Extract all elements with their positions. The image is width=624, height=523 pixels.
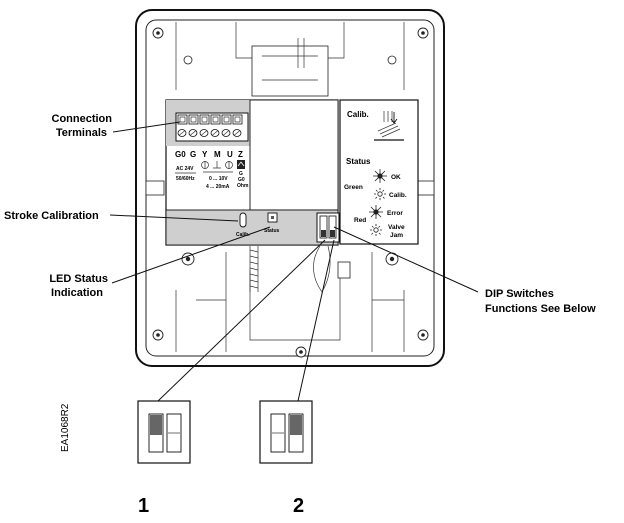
callout-led-status-line2: Indication [51,287,103,299]
z-option-ohm: Ohm [237,183,249,189]
ground-icon [213,161,221,169]
leader-dip-switches [333,226,479,293]
switch-2-label: 2 [293,495,304,517]
led-calib-label: Calib. [389,192,407,199]
dip-switch-2-detail: 2 [259,400,313,517]
terminal-label-z: Z [238,150,243,159]
panel-green-label: Green [344,184,363,191]
switch-2-toggle-on [290,415,302,435]
switch-1-toggle-on [150,415,162,435]
panel-calib-title: Calib. [347,110,369,119]
calibration-button-label: Calib. [236,232,250,238]
terminal-label-y: Y [202,150,208,159]
terminal-label-g: G [190,150,196,159]
led-valve-jam-icon [370,224,382,236]
screw-bottom-center [295,346,307,358]
board-controls: Calib. Status [236,212,340,243]
leader-switch-2 [297,239,335,402]
led-ok-label: OK [391,174,401,181]
callout-connection-line2: Terminals [56,127,107,139]
z-terminal-icon [237,160,245,169]
screw-mid-left [181,252,195,266]
signal-output-icon [225,161,233,169]
panel-red-label: Red [354,217,366,224]
callout-led-status-line1: LED Status [49,273,108,285]
callout-dip-line2: Functions See Below [485,303,596,315]
callout-stroke-calibration: Stroke Calibration [4,210,99,222]
electronics-board [165,99,339,246]
screw-bottom-left [152,329,164,341]
screw-top-right [417,27,429,39]
screw-top-left [152,27,164,39]
leader-led-status [111,226,271,284]
switch-1-label: 1 [138,495,149,517]
terminal-labels: G0 G Y M U Z AC 24V 50/60Hz 0 ... 10V 4 … [175,150,249,190]
callout-dip-line1: DIP Switches [485,288,554,300]
ac-frequency-label: 50/60Hz [176,176,195,182]
calibration-press-icon [374,111,404,141]
terminal-block [175,112,249,142]
callout-connection-line1: Connection [52,113,113,125]
document-code: EA1068R2 [60,403,71,452]
screw-bottom-right [417,329,429,341]
dip-switch-block[interactable] [316,212,340,243]
ac-voltage-label: AC 24V [176,166,194,172]
z-option-g0: G0 [238,177,245,183]
signal-current-label: 4 ... 20mA [206,184,230,190]
terminal-label-u: U [227,150,233,159]
callout-leaders [109,121,479,402]
calibration-button[interactable] [239,212,247,228]
dip-switch-1-detail: 1 [137,400,191,517]
signal-voltage-label: 0 ... 10V [209,176,228,182]
led-error-label: Error [387,210,403,217]
terminal-label-m: M [214,150,221,159]
led-valve-label: Valve [388,224,405,231]
led-error-icon [369,205,383,219]
terminal-label-g0: G0 [175,150,186,159]
led-calib-icon [374,188,386,200]
panel-status-title: Status [346,157,371,166]
leader-connection-terminals [112,121,181,133]
z-option-g: G [239,171,243,177]
led-jam-label: Jam [390,232,403,239]
leader-stroke-calibration [109,214,239,222]
callouts: Connection Terminals Stroke Calibration … [4,113,596,315]
status-led-label: Status [264,228,280,234]
terminal-screws [177,114,243,137]
signal-input-icon [201,161,209,169]
status-panel: Calib. Status Green Red OK Calib. Error [339,99,419,245]
led-ok-icon [373,169,387,183]
leader-switch-1 [157,239,326,402]
